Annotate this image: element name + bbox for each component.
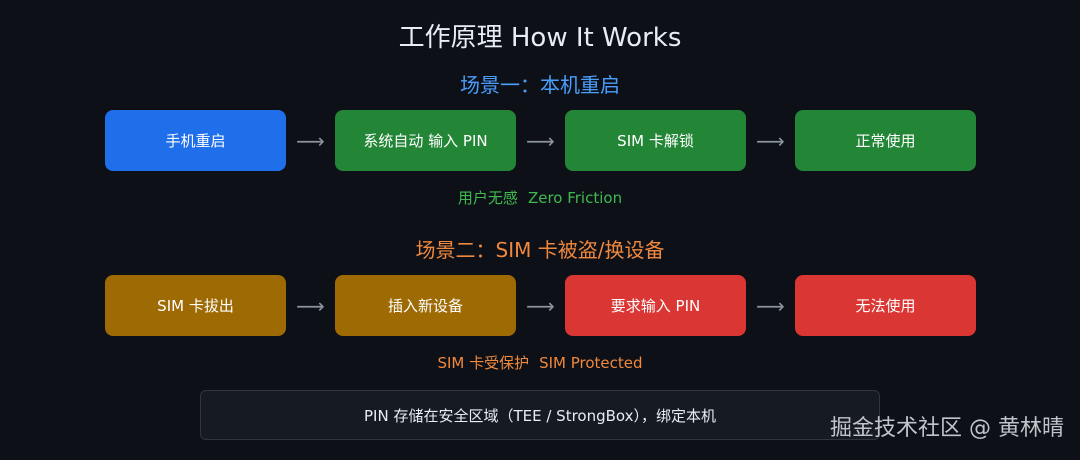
step-require-pin: 要求输入 PIN bbox=[565, 275, 746, 336]
caption-en: SIM Protected bbox=[539, 354, 643, 372]
scenario-1-heading: 场景一：本机重启 bbox=[460, 73, 620, 97]
step-insert-new-device: 插入新设备 bbox=[335, 275, 516, 336]
watermark: 掘金技术社区 @ 黄林晴 bbox=[830, 416, 1064, 441]
arrow-right-icon: ⟶ bbox=[296, 128, 325, 153]
scenario-1-caption: 用户无感 Zero Friction bbox=[0, 187, 1080, 209]
caption-en: Zero Friction bbox=[527, 189, 623, 207]
scenario-1-flow: 手机重启 ⟶ 系统自动 输入 PIN ⟶ SIM 卡解锁 ⟶ 正常使用 bbox=[105, 110, 976, 171]
caption-cn: 用户无感 bbox=[457, 189, 518, 207]
step-normal-use: 正常使用 bbox=[795, 110, 976, 171]
storage-note: PIN 存储在安全区域（TEE / StrongBox），绑定本机 bbox=[200, 390, 880, 440]
arrow-right-icon: ⟶ bbox=[526, 128, 555, 153]
page-title: 工作原理 How It Works bbox=[398, 23, 682, 53]
step-phone-restart: 手机重启 bbox=[105, 110, 286, 171]
caption-cn: SIM 卡受保护 bbox=[437, 354, 530, 372]
step-sim-unlock: SIM 卡解锁 bbox=[565, 110, 746, 171]
scenario-2-heading: 场景二：SIM 卡被盗/换设备 bbox=[415, 238, 665, 262]
arrow-right-icon: ⟶ bbox=[296, 293, 325, 318]
arrow-right-icon: ⟶ bbox=[756, 293, 785, 318]
scenario-2-caption: SIM 卡受保护 SIM Protected bbox=[0, 352, 1080, 374]
step-auto-enter-pin: 系统自动 输入 PIN bbox=[335, 110, 516, 171]
step-sim-removed: SIM 卡拔出 bbox=[105, 275, 286, 336]
arrow-right-icon: ⟶ bbox=[526, 293, 555, 318]
step-unusable: 无法使用 bbox=[795, 275, 976, 336]
scenario-2-flow: SIM 卡拔出 ⟶ 插入新设备 ⟶ 要求输入 PIN ⟶ 无法使用 bbox=[105, 275, 976, 336]
arrow-right-icon: ⟶ bbox=[756, 128, 785, 153]
